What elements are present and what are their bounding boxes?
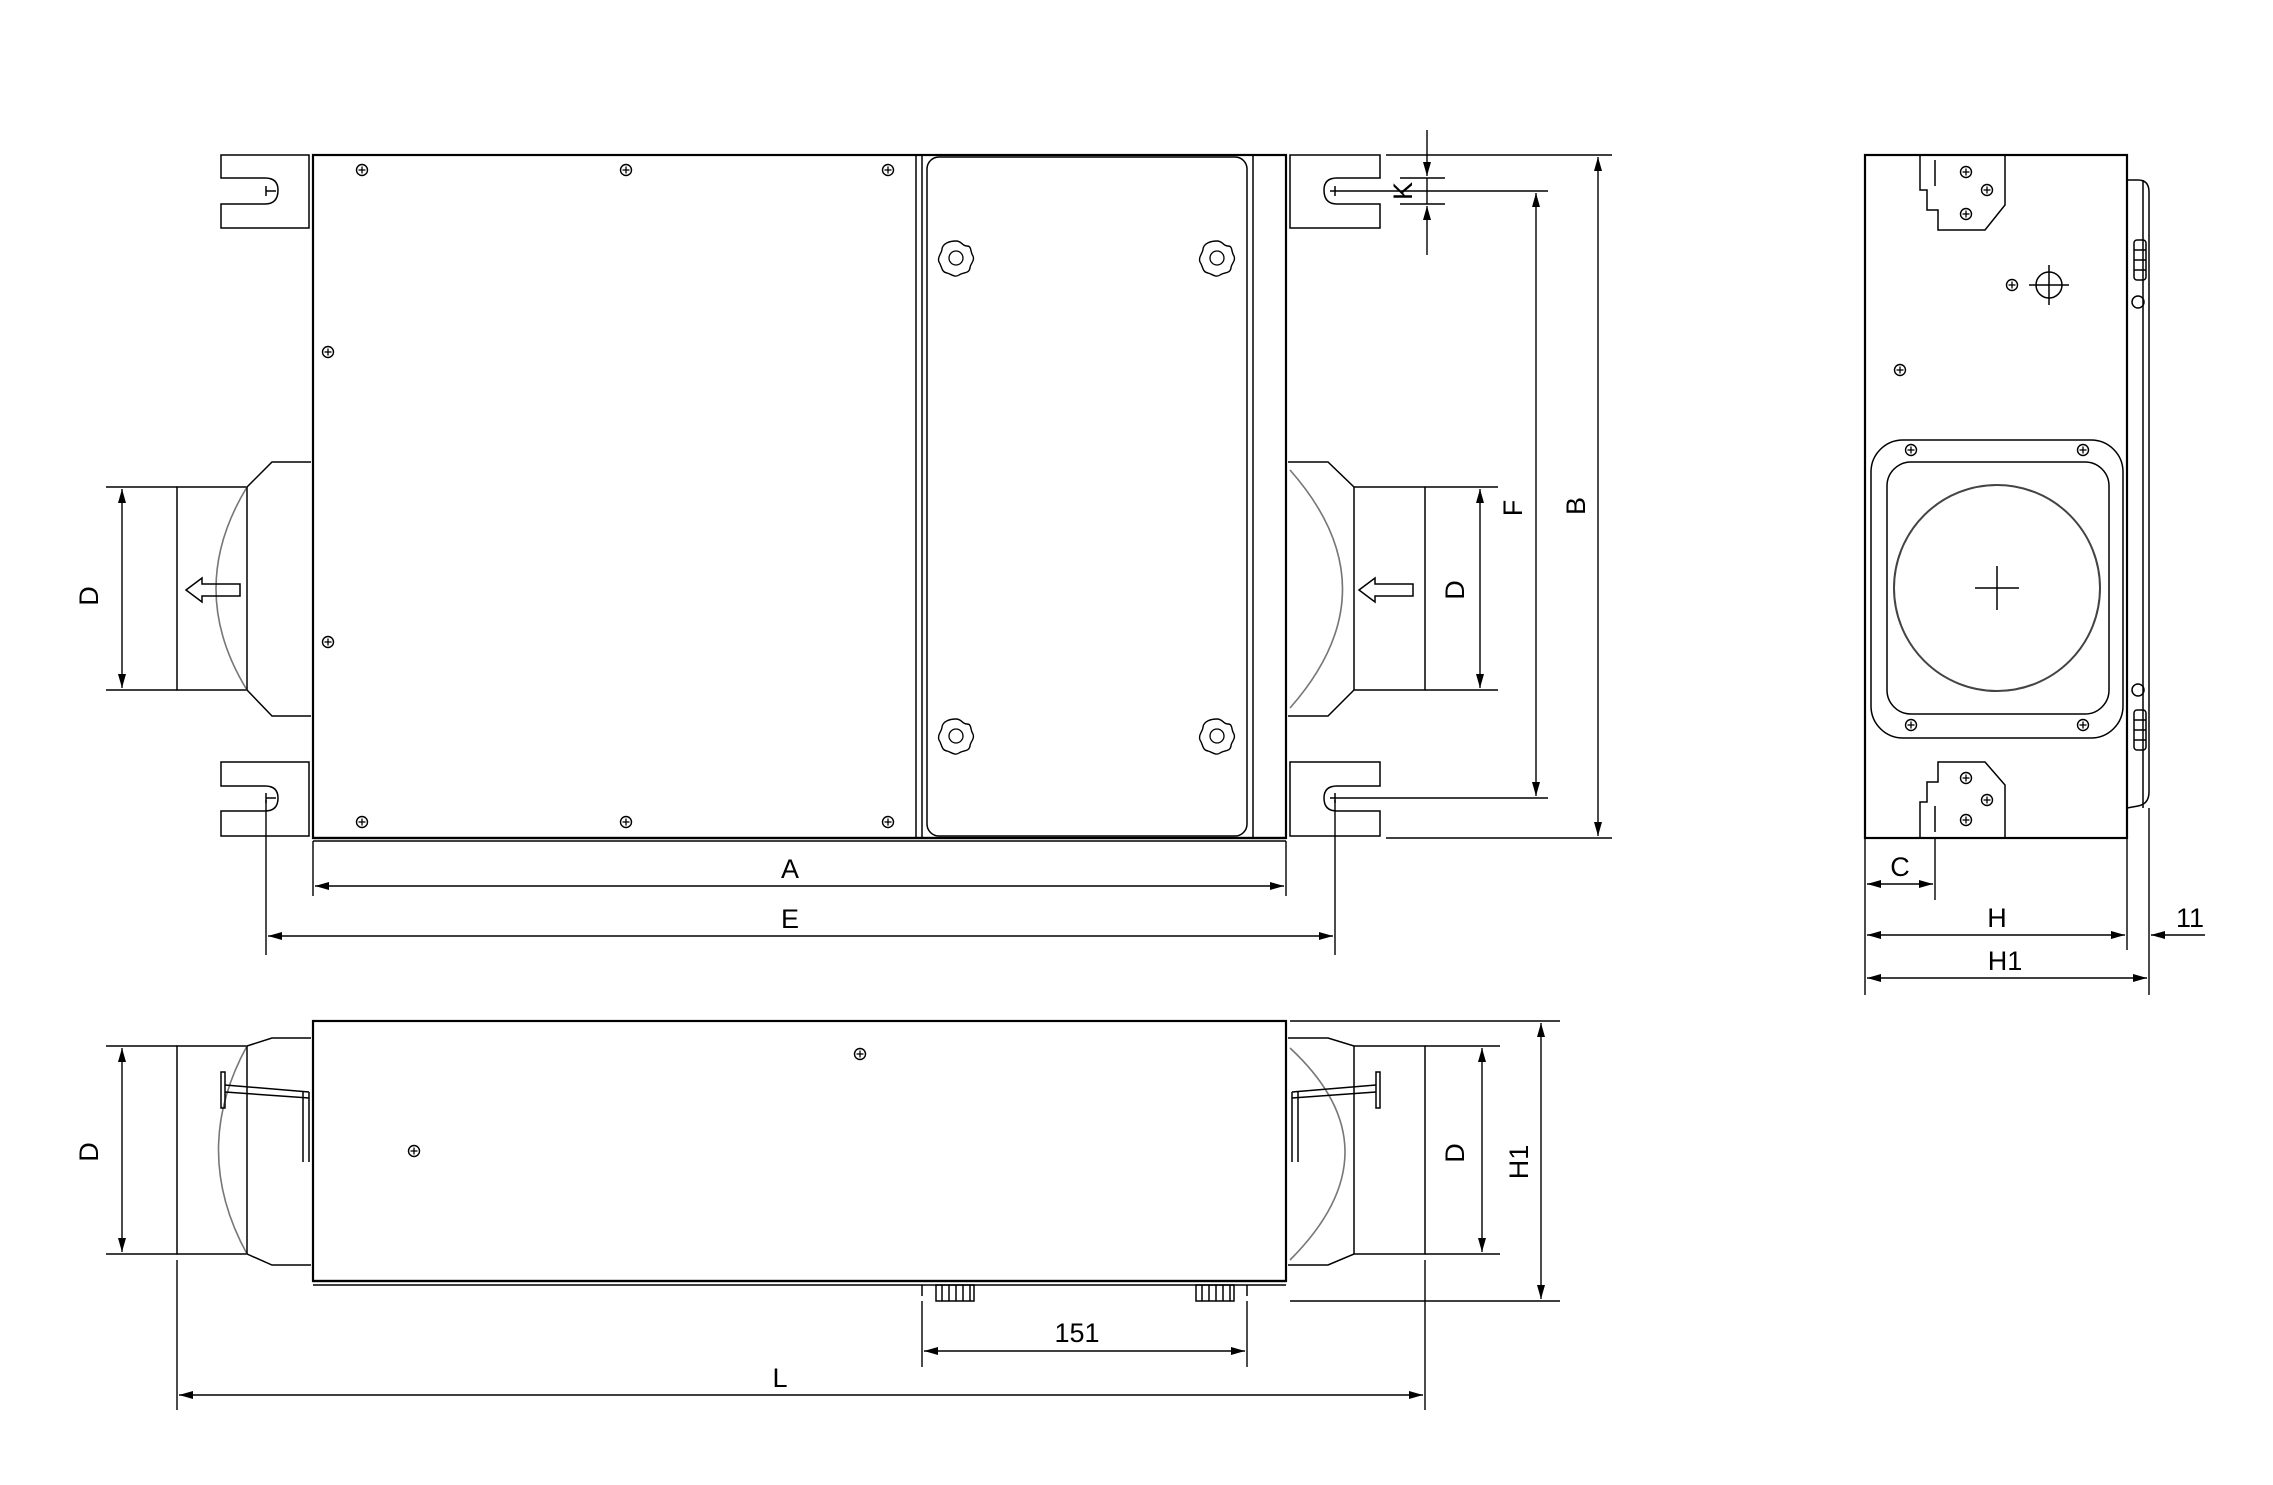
spigot-left	[176, 461, 311, 717]
airflow-arrow-right	[1357, 576, 1414, 604]
dim-label-d: D	[1440, 580, 1470, 600]
dim-label-d: D	[1440, 1143, 1470, 1163]
airflow-arrow-left	[184, 576, 241, 604]
end-view-body	[1863, 153, 2129, 840]
dim-label-c: C	[1890, 852, 1910, 882]
end-bracket-bottom	[1919, 761, 2006, 839]
dim-label-11: 11	[2176, 903, 2204, 933]
top-view: D D A E B F K	[74, 130, 1612, 955]
spigot-right	[1288, 461, 1426, 717]
foot-right	[1195, 1284, 1248, 1302]
side-view: D D H1 151 L	[74, 1019, 1560, 1410]
dim-label-h1: H1	[1504, 1145, 1534, 1180]
access-panel	[926, 156, 1248, 837]
dim-label-h1: H1	[1988, 946, 2023, 976]
end-spigot-frame	[1870, 439, 2124, 739]
bracket-bottom-left	[220, 761, 310, 837]
dim-label-b: B	[1561, 497, 1591, 515]
top-view-body	[311, 153, 1288, 840]
dim-label-151: 151	[1054, 1318, 1099, 1348]
foot-left	[921, 1284, 975, 1302]
dim-label-e: E	[781, 904, 799, 934]
bracket-top-right	[1289, 154, 1381, 229]
end-bracket-top	[1919, 154, 2006, 231]
side-view-body	[311, 1019, 1288, 1283]
dim-label-k: K	[1388, 182, 1418, 200]
end-spigot-outlet	[1893, 484, 2101, 692]
bracket-bottom-right	[1289, 761, 1381, 837]
dim-label-f: F	[1498, 500, 1528, 517]
dim-label-d: D	[74, 1142, 104, 1162]
dim-label-h: H	[1987, 903, 2007, 933]
dim-label-l: L	[772, 1363, 787, 1393]
dim-label-d: D	[74, 586, 104, 606]
dim-label-a: A	[781, 854, 799, 884]
end-view: C H 11 H1	[1863, 153, 2205, 995]
bracket-top-left	[220, 154, 310, 229]
